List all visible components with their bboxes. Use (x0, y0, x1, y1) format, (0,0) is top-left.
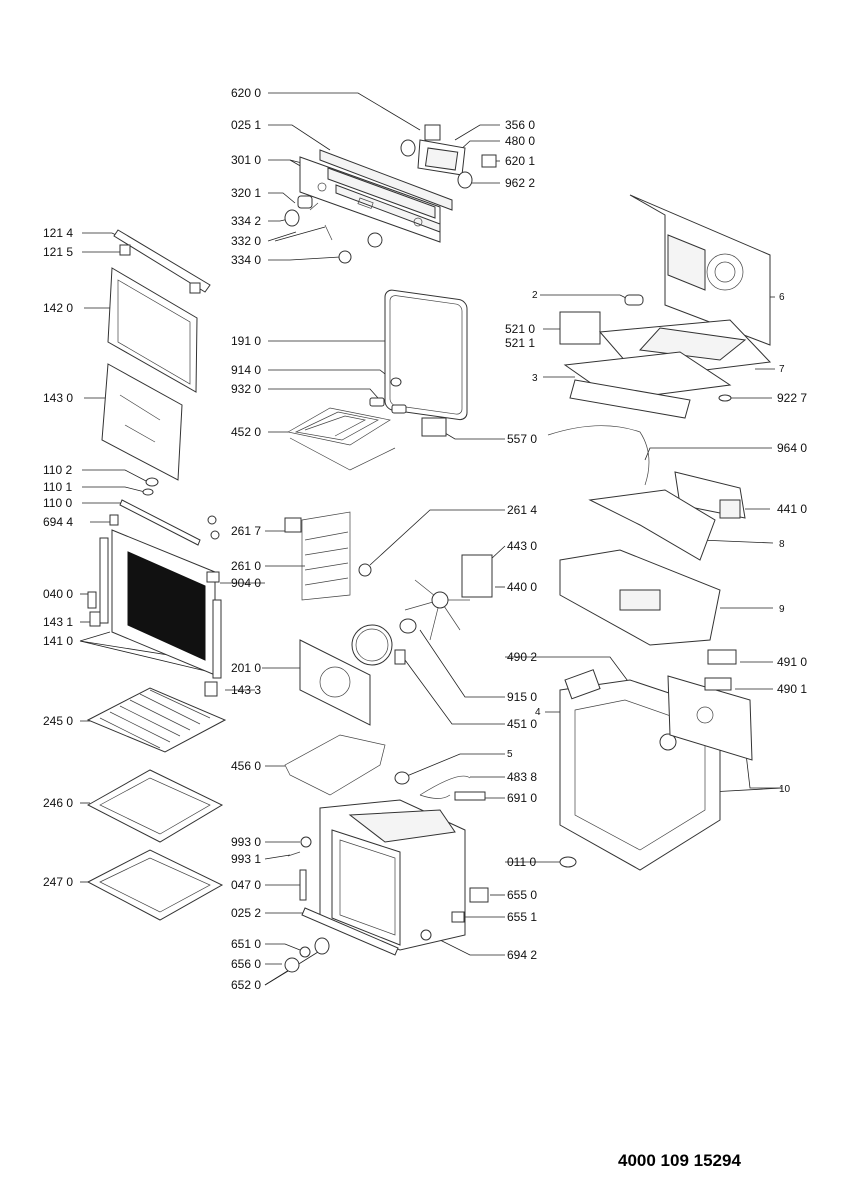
callout-655-0: 655 0 (507, 888, 537, 902)
door-parts (101, 229, 220, 546)
callout-904-0: 904 0 (231, 576, 261, 590)
gasket-and-grill (287, 289, 468, 471)
grill-and-cable (284, 734, 486, 801)
callout-452-0: 452 0 (231, 425, 261, 439)
callout-490-2: 490 2 (507, 650, 537, 664)
callout-4: 4 (535, 707, 541, 718)
callout-261-4: 261 4 (507, 503, 537, 517)
callout-261-7: 261 7 (231, 524, 261, 538)
callout-110-2: 110 2 (43, 463, 72, 477)
callout-914-0: 914 0 (231, 363, 261, 377)
top-cover (559, 194, 772, 419)
callout-6: 6 (779, 292, 785, 303)
callout-691-0: 691 0 (507, 791, 537, 805)
fan-and-baffle (284, 471, 746, 646)
callout-040-0: 040 0 (43, 587, 73, 601)
callout-440-0: 440 0 (507, 580, 537, 594)
callout-334-0: 334 0 (231, 253, 261, 267)
callout-8: 8 (779, 539, 785, 550)
knob-assemblies (284, 195, 383, 264)
callout-962-2: 962 2 (505, 176, 535, 190)
callout-483-8: 483 8 (507, 770, 537, 784)
callout-993-1: 993 1 (231, 852, 261, 866)
callout-247-0: 247 0 (43, 875, 73, 889)
callout-651-0: 651 0 (231, 937, 261, 951)
callout-656-0: 656 0 (231, 957, 261, 971)
callout-694-4: 694 4 (43, 515, 73, 529)
callout-141-0: 141 0 (43, 634, 73, 648)
callout-121-4: 121 4 (43, 226, 73, 240)
callout-3: 3 (532, 373, 538, 384)
callout-356-0: 356 0 (505, 118, 535, 132)
callout-480-0: 480 0 (505, 134, 535, 148)
callout-964-0: 964 0 (777, 441, 807, 455)
cabinet-frame (559, 649, 753, 871)
document-number: 4000 109 15294 (618, 1151, 741, 1170)
callout-2: 2 (532, 290, 538, 301)
callout-521-1: 521 1 (505, 336, 535, 350)
callout-521-0: 521 0 (505, 322, 535, 336)
callout-301-0: 301 0 (231, 153, 261, 167)
callout-443-0: 443 0 (507, 539, 537, 553)
callout-10: 10 (779, 784, 791, 795)
callout-143-0: 143 0 (43, 391, 73, 405)
callout-332-0: 332 0 (231, 234, 261, 248)
callout-121-5: 121 5 (43, 245, 73, 259)
callout-246-0: 246 0 (43, 796, 73, 810)
callout-915-0: 915 0 (507, 690, 537, 704)
callout-490-1: 490 1 (777, 682, 807, 696)
callout-110-0: 110 0 (43, 496, 72, 510)
callout-047-0: 047 0 (231, 878, 261, 892)
callout-932-0: 932 0 (231, 382, 261, 396)
control-panel (299, 149, 453, 243)
callout-011-0: 011 0 (507, 855, 536, 869)
callout-451-0: 451 0 (507, 717, 537, 731)
callout-7: 7 (779, 364, 785, 375)
callout-labels: 620 0 025 1 301 0 320 1 334 2 332 0 334 … (43, 86, 807, 992)
callout-652-0: 652 0 (231, 978, 261, 992)
callout-694-2: 694 2 (507, 948, 537, 962)
callout-491-0: 491 0 (777, 655, 807, 669)
callout-9: 9 (779, 604, 785, 615)
callout-025-1: 025 1 (231, 118, 261, 132)
callout-456-0: 456 0 (231, 759, 261, 773)
callout-655-1: 655 1 (507, 910, 537, 924)
callout-993-0: 993 0 (231, 835, 261, 849)
display-module (400, 124, 497, 189)
callout-110-1: 110 1 (43, 480, 72, 494)
callout-620-0: 620 0 (231, 86, 261, 100)
callout-191-0: 191 0 (231, 334, 261, 348)
callout-922-7: 922 7 (777, 391, 807, 405)
callout-143-1: 143 1 (43, 615, 73, 629)
callout-025-2: 025 2 (231, 906, 261, 920)
callout-441-0: 441 0 (777, 502, 807, 516)
callout-557-0: 557 0 (507, 432, 537, 446)
callout-245-0: 245 0 (43, 714, 73, 728)
callout-620-1: 620 1 (505, 154, 535, 168)
outer-door (87, 529, 222, 697)
callout-334-2: 334 2 (231, 214, 261, 228)
shelves-and-trays (86, 687, 227, 921)
callout-261-0: 261 0 (231, 559, 261, 573)
oven-cavity (284, 799, 489, 973)
rear-panel-and-heater (299, 624, 406, 726)
rod (547, 425, 650, 486)
callout-143-3: 143 3 (231, 683, 261, 697)
callout-201-0: 201 0 (231, 661, 261, 675)
callout-142-0: 142 0 (43, 301, 73, 315)
callout-320-1: 320 1 (231, 186, 261, 200)
callout-5: 5 (507, 749, 513, 760)
